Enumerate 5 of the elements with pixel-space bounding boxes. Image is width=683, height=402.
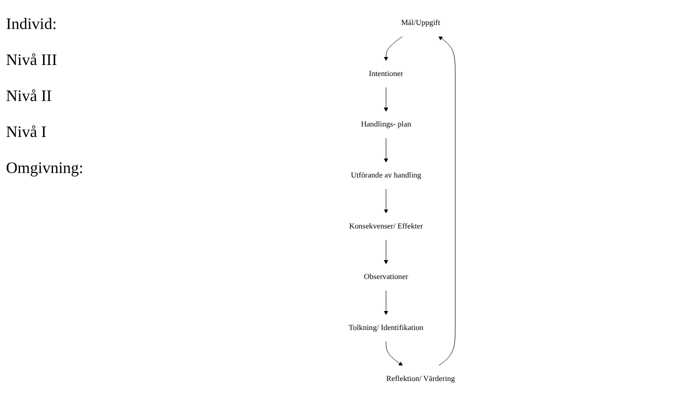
text-label: Nivå I bbox=[6, 124, 48, 142]
text-label: Nivå II bbox=[6, 88, 53, 106]
text-label: Nivå III bbox=[6, 52, 58, 70]
text-label: Omgivning: bbox=[6, 160, 84, 178]
text-label: Individ: bbox=[6, 16, 58, 34]
